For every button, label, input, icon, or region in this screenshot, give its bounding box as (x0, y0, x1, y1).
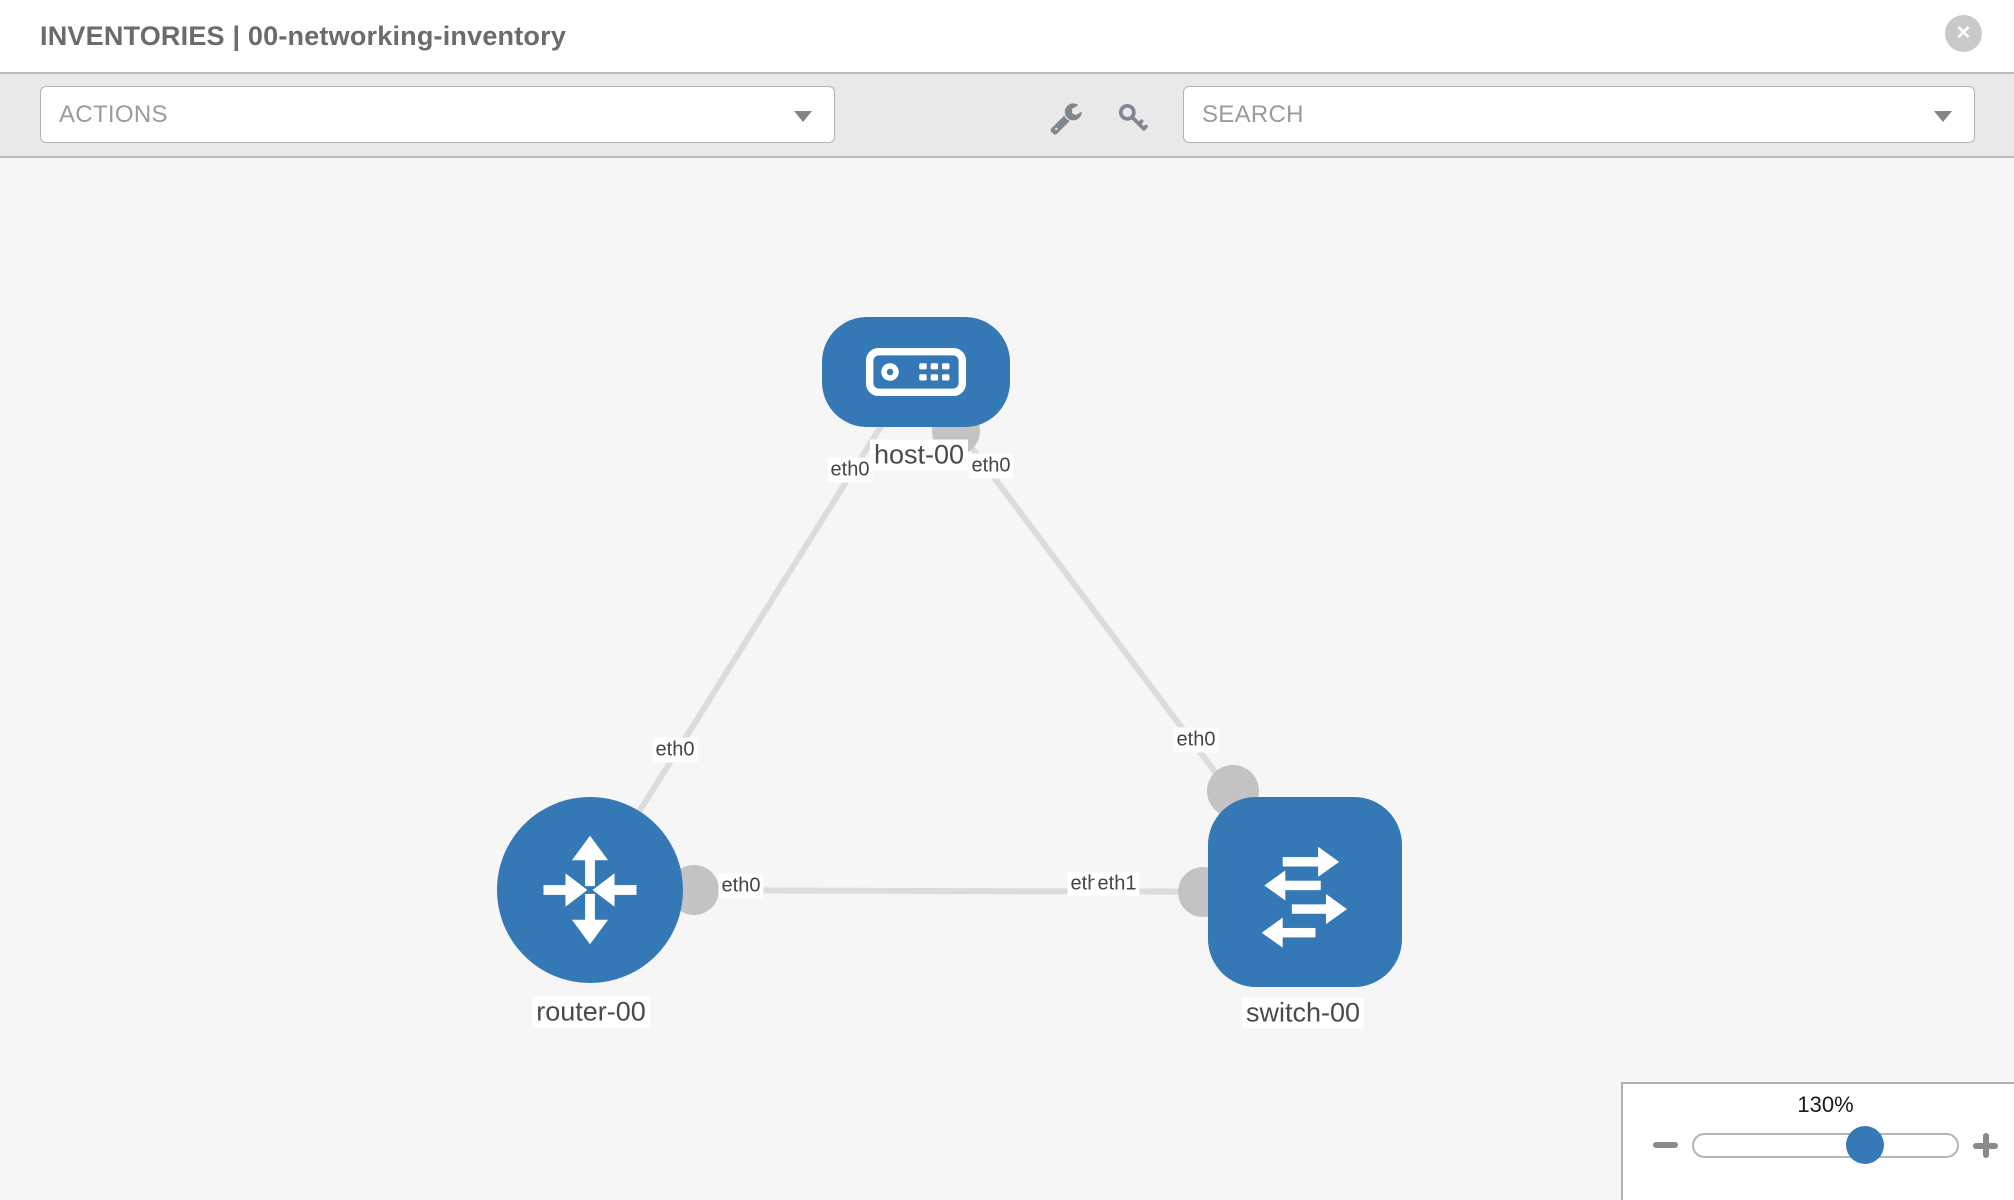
toolbar: ACTIONS SEARCH (0, 72, 2014, 158)
chevron-down-icon (1934, 111, 1952, 122)
host-icon (865, 347, 967, 397)
actions-dropdown-label: ACTIONS (59, 100, 168, 128)
topology-canvas[interactable]: host-00 router-00 switch-00 eth0 eth0 et… (0, 158, 2014, 1200)
router-icon (543, 835, 637, 945)
interface-label-router-eth0-right: eth0 (718, 873, 764, 899)
node-host-00[interactable] (822, 317, 1010, 427)
zoom-control-panel: 130% (1621, 1082, 2014, 1200)
interface-label-host-eth0-left: eth0 (827, 457, 873, 483)
switch-icon (1261, 846, 1347, 948)
interface-label-switch-eth0-top: eth0 (1173, 727, 1219, 753)
node-label-router: router-00 (532, 996, 650, 1028)
node-label-switch: switch-00 (1241, 997, 1365, 1029)
plus-bar (1982, 1133, 1989, 1158)
key-icon[interactable] (1116, 101, 1150, 135)
page-header: INVENTORIES | 00-networking-inventory ✕ (0, 0, 2014, 72)
actions-dropdown[interactable]: ACTIONS (40, 86, 835, 143)
page-title: INVENTORIES | 00-networking-inventory (40, 20, 567, 51)
close-icon[interactable]: ✕ (1945, 15, 1982, 52)
zoom-slider[interactable] (1692, 1133, 1959, 1158)
node-switch-00[interactable] (1208, 797, 1402, 987)
zoom-slider-handle[interactable] (1846, 1126, 1884, 1164)
zoom-in-icon[interactable] (1973, 1133, 1998, 1158)
search-dropdown[interactable]: SEARCH (1183, 86, 1975, 143)
interface-label-router-eth0-up: eth0 (652, 737, 698, 763)
search-dropdown-label: SEARCH (1202, 100, 1304, 128)
zoom-out-icon[interactable] (1653, 1142, 1678, 1148)
node-label-host: host-00 (869, 439, 969, 471)
chevron-down-icon (794, 111, 812, 122)
wrench-icon[interactable] (1049, 101, 1083, 135)
zoom-level-value: 130% (1797, 1092, 1854, 1117)
interface-label-switch-eth1: eth1 (1094, 871, 1140, 897)
topology-links-layer (587, 370, 1308, 917)
interface-label-host-eth0-right: eth0 (968, 453, 1014, 479)
node-router-00[interactable] (497, 797, 683, 983)
